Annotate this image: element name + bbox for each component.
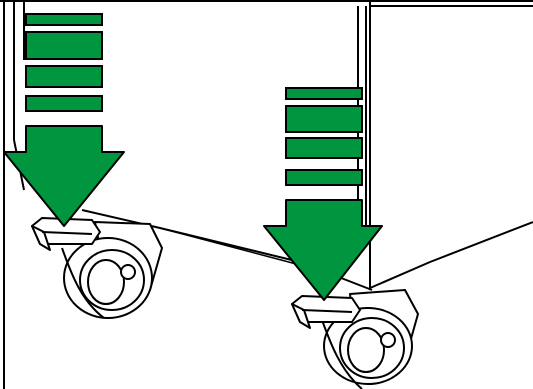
press-bar [25, 13, 103, 26]
caster-right [321, 289, 419, 389]
press-bar [25, 95, 103, 112]
press-bars-right [285, 87, 363, 186]
press-bar [285, 105, 363, 133]
press-bar [285, 169, 363, 186]
press-bar [25, 65, 103, 88]
brake-pedal-right [291, 295, 361, 329]
press-down-arrow-icon [263, 199, 383, 301]
press-bar [285, 137, 363, 159]
press-bar [25, 31, 103, 60]
press-down-arrow-icon [3, 125, 125, 227]
press-bar [285, 87, 363, 100]
brake-pedal-left [31, 217, 101, 251]
press-bars-left [25, 13, 103, 112]
caster-left [61, 221, 163, 319]
